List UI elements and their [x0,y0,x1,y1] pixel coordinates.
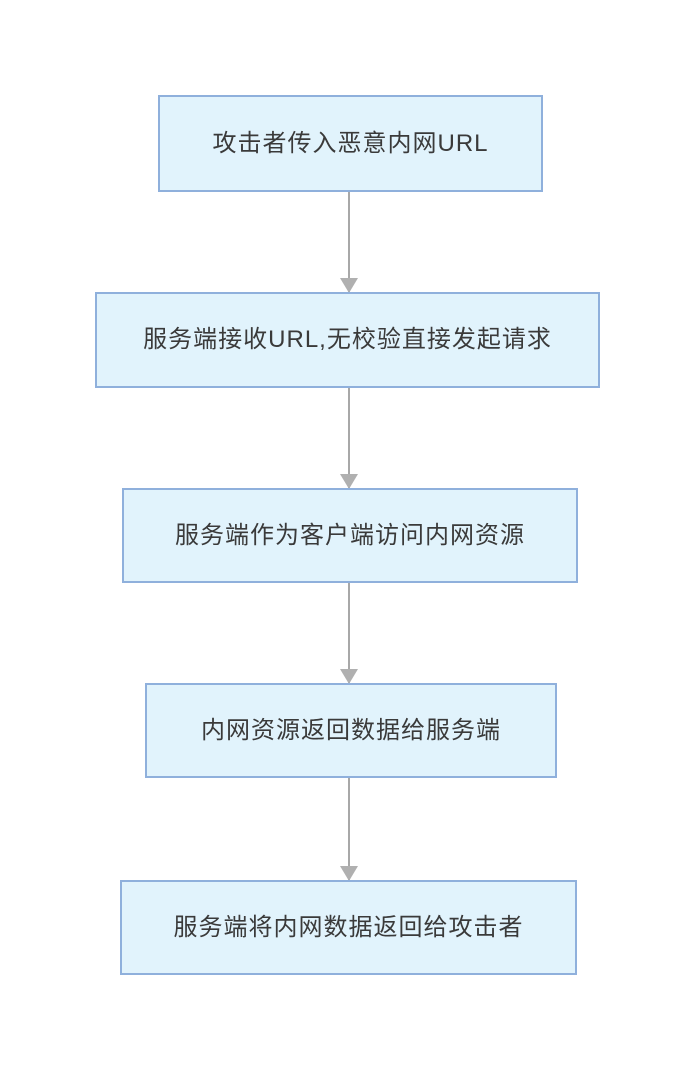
flow-node-step-3: 服务端作为客户端访问内网资源 [122,488,578,583]
arrow-down-icon [340,388,358,489]
flow-node-label: 服务端接收URL,无校验直接发起请求 [143,326,552,354]
arrow-down-icon [340,778,358,881]
flow-node-label: 攻击者传入恶意内网URL [212,129,489,157]
flow-node-step-2: 服务端接收URL,无校验直接发起请求 [95,292,600,388]
flow-node-label: 内网资源返回数据给服务端 [201,716,501,744]
flow-node-step-1: 攻击者传入恶意内网URL [158,95,543,192]
flow-node-step-4: 内网资源返回数据给服务端 [145,683,557,778]
flow-node-label: 服务端将内网数据返回给攻击者 [173,913,524,941]
arrow-down-icon [340,192,358,293]
arrow-down-icon [340,583,358,684]
flow-node-step-5: 服务端将内网数据返回给攻击者 [120,880,577,975]
flow-node-label: 服务端作为客户端访问内网资源 [175,521,525,549]
